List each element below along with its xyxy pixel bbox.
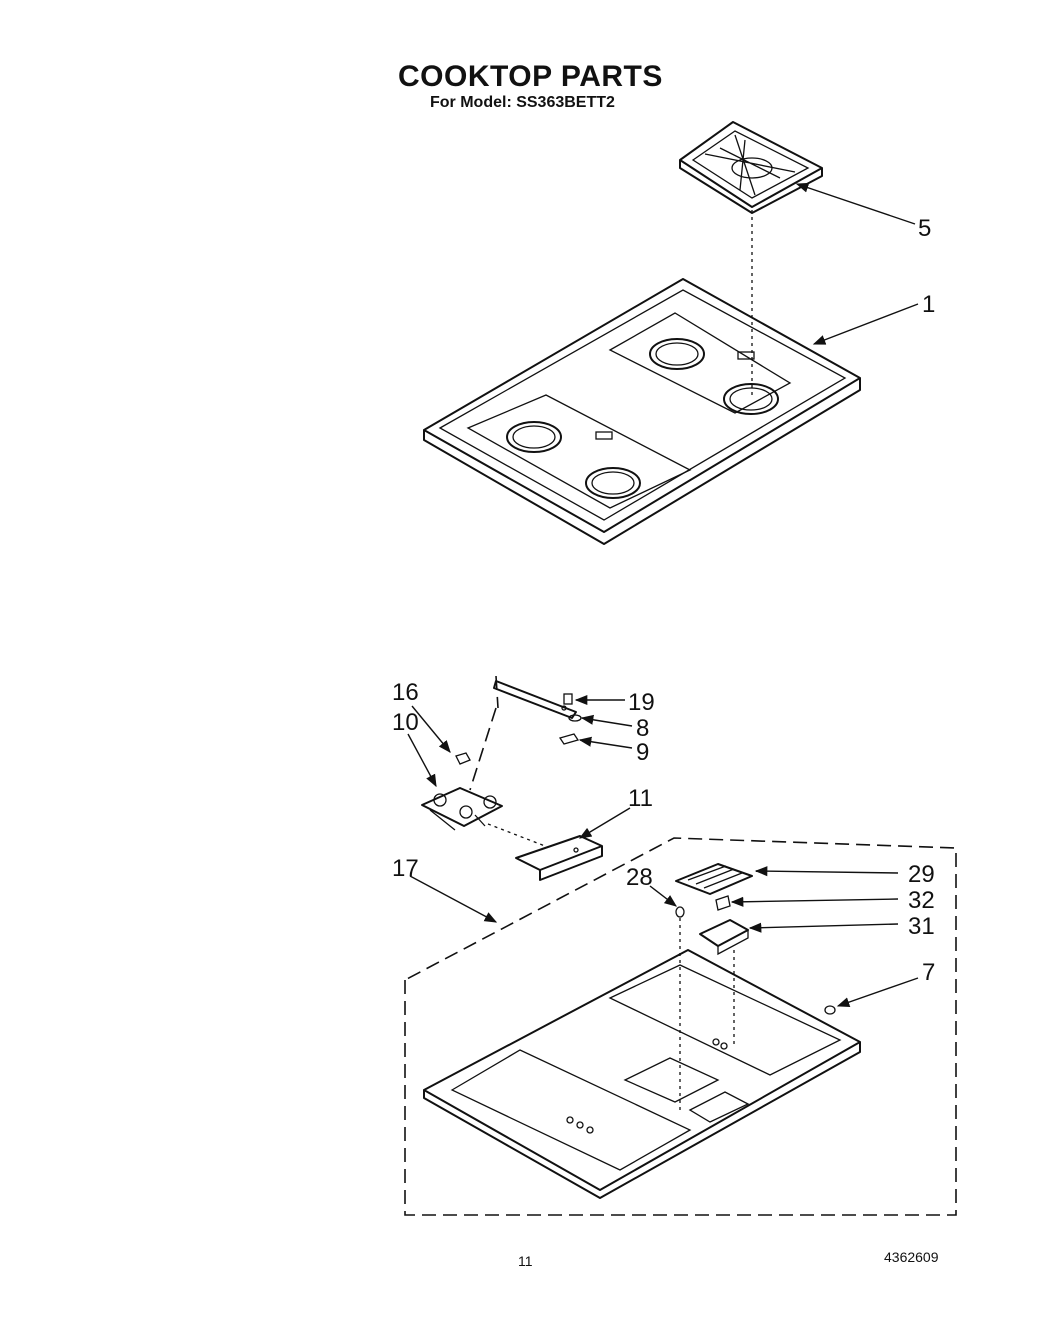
callout-31: 31: [908, 913, 935, 940]
valve-assembly-part-10: [421, 787, 503, 831]
base-assembly-frame: [404, 837, 957, 1216]
valve-dot-line: [487, 823, 546, 847]
washer-part-9: [558, 733, 580, 745]
igniter-dash-line: [469, 707, 497, 791]
callout-19: 19: [628, 689, 655, 716]
callout-11: 11: [628, 785, 653, 812]
grille-part-29: [675, 863, 753, 895]
callout-5: 5: [918, 215, 931, 242]
callout-16: 16: [392, 679, 419, 706]
bracket-part-31: [699, 919, 749, 956]
base-pan-part-17: [423, 949, 861, 1199]
callout-29: 29: [908, 861, 935, 888]
document-number: 4362609: [884, 1249, 939, 1265]
clip-part-16: [455, 752, 471, 765]
callout-1: 1: [922, 291, 935, 318]
model-subtitle: For Model: SS363BETT2: [430, 94, 615, 111]
page-title: COOKTOP PARTS: [398, 60, 663, 93]
cooktop-main-top-part: [423, 278, 861, 545]
callout-32: 32: [908, 887, 935, 914]
callout-10: 10: [392, 709, 419, 736]
igniter-bracket-part: [493, 680, 577, 719]
clip-part-32: [715, 895, 731, 911]
callout-28: 28: [626, 864, 653, 891]
burner-grate-part: [679, 121, 823, 214]
screw-part-19: [563, 693, 573, 705]
callout-17: 17: [392, 855, 419, 882]
callout-8: 8: [636, 715, 649, 742]
nut-part-7: [824, 1005, 836, 1015]
rivet-part-28: [675, 906, 685, 918]
bracket-dash-line: [495, 675, 499, 709]
bracket-part-11: [515, 835, 603, 881]
page-number: 11: [518, 1253, 533, 1269]
leader-lines: [407, 182, 919, 1008]
callout-9: 9: [636, 739, 649, 766]
callout-7: 7: [922, 959, 935, 986]
